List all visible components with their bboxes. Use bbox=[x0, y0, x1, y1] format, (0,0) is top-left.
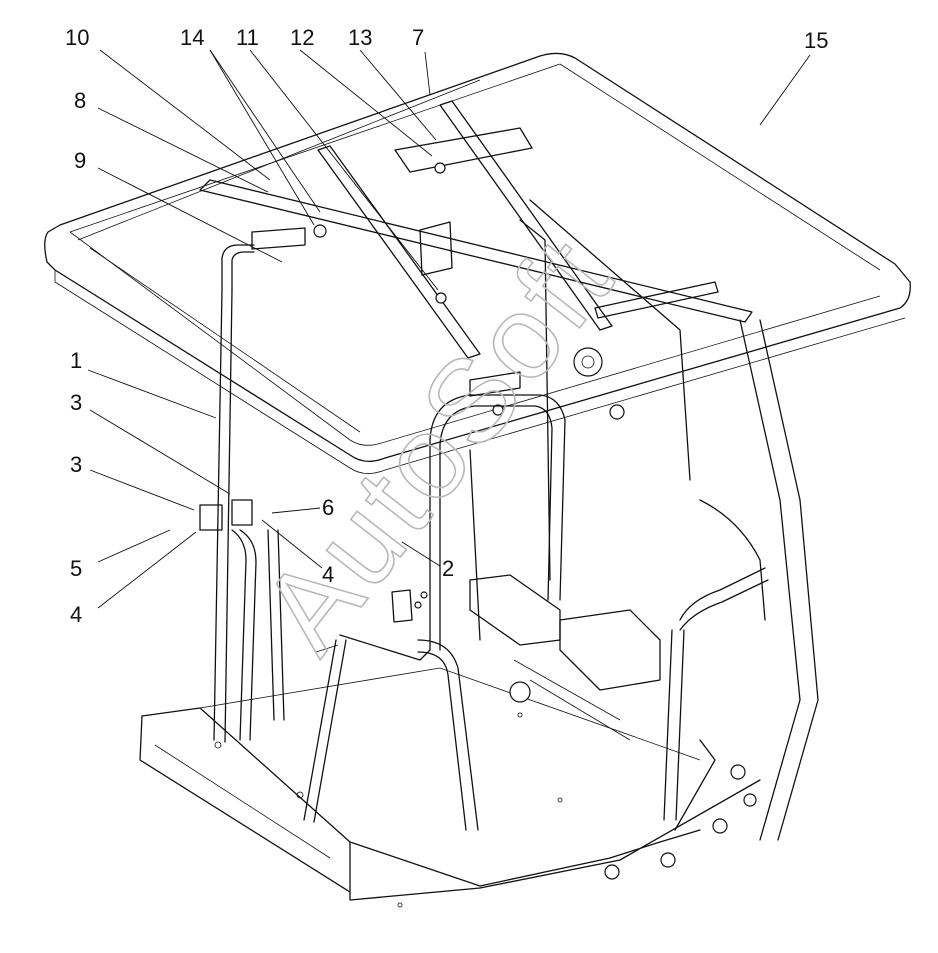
callout-10: 10 bbox=[65, 25, 89, 50]
callout-11: 11 bbox=[236, 25, 259, 50]
callout-5: 5 bbox=[70, 556, 82, 581]
callout-3-lower: 3 bbox=[70, 452, 82, 477]
callout-13: 13 bbox=[348, 25, 372, 50]
watermark-text: AutoSoft bbox=[236, 213, 638, 676]
callout-12: 12 bbox=[290, 25, 314, 50]
roof-panel bbox=[44, 52, 911, 474]
callout-3-upper: 3 bbox=[70, 390, 82, 415]
callout-4-lower: 4 bbox=[70, 602, 82, 627]
callout-6: 6 bbox=[322, 495, 334, 520]
callout-9: 9 bbox=[74, 148, 86, 173]
callout-2: 2 bbox=[442, 556, 454, 581]
roof-crossbars bbox=[199, 100, 753, 420]
callout-4-center: 4 bbox=[322, 562, 334, 587]
interior-details bbox=[199, 499, 661, 741]
callout-1: 1 bbox=[70, 348, 82, 373]
callout-14: 14 bbox=[180, 25, 204, 50]
callout-7: 7 bbox=[412, 25, 424, 50]
callout-8: 8 bbox=[74, 88, 86, 113]
callout-labels: 10 14 11 12 13 7 15 8 9 1 3 3 6 5 4 4 2 bbox=[65, 25, 828, 627]
leader-lines bbox=[87, 49, 811, 609]
cab-frame bbox=[213, 199, 819, 841]
floor-plate bbox=[139, 667, 761, 908]
callout-15: 15 bbox=[804, 28, 828, 53]
